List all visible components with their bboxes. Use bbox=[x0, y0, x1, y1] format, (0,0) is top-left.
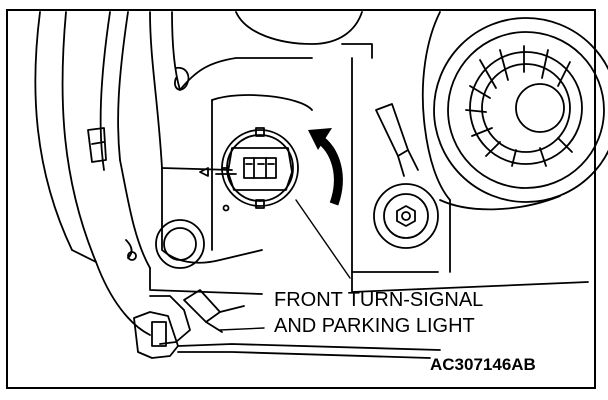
housing-lines bbox=[34, 11, 608, 359]
component-label-line2: AND PARKING LIGHT bbox=[274, 315, 475, 337]
diagram-border bbox=[6, 9, 596, 389]
figure-code: AC307146AB bbox=[430, 355, 536, 374]
rotation-arrow bbox=[315, 134, 343, 206]
arrow-head-icon bbox=[308, 128, 332, 150]
component-label-line1: FRONT TURN-SIGNAL bbox=[274, 289, 483, 311]
